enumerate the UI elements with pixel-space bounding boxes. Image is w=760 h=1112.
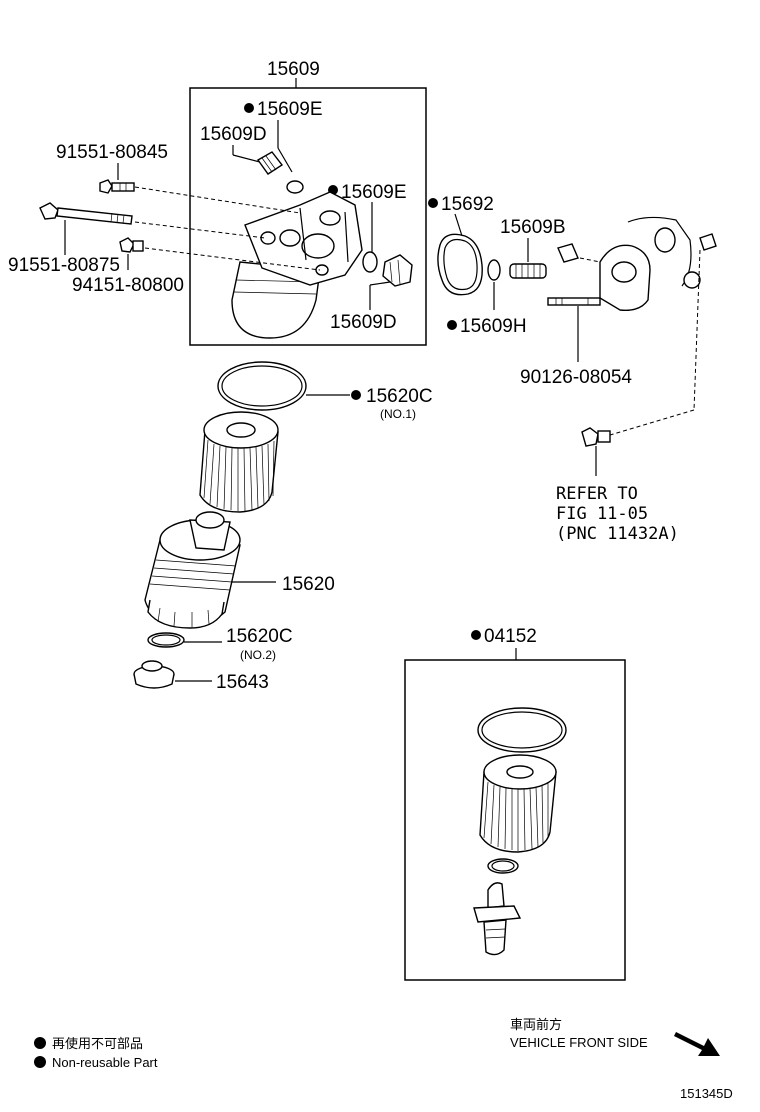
plug-15609d-top[interactable]	[256, 151, 284, 175]
label-15609e-top[interactable]: 15609E	[257, 99, 323, 120]
assembly-box-15609	[189, 87, 427, 346]
figure-id: 151345D	[680, 1086, 733, 1101]
label-15643[interactable]: 15643	[216, 672, 269, 693]
o-ring-kit[interactable]	[477, 707, 567, 753]
drain-plug-15643[interactable]	[133, 660, 175, 689]
oil-filter-bracket[interactable]	[231, 191, 363, 339]
legend-jp: 再使用不可部品	[52, 1036, 143, 1051]
direction-en: VEHICLE FRONT SIDE	[510, 1035, 648, 1050]
o-ring-15609e-top[interactable]	[286, 180, 304, 194]
o-ring-15609h[interactable]	[487, 259, 501, 281]
non-reusable-dot-icon	[428, 198, 438, 208]
label-15609[interactable]: 15609	[267, 59, 320, 80]
refer-line-1: REFER TO	[556, 484, 638, 504]
label-15609d-top[interactable]: 15609D	[200, 124, 267, 145]
label-91551-80875[interactable]: 91551-80875	[8, 255, 120, 276]
label-90126-08054[interactable]: 90126-08054	[520, 367, 632, 388]
refer-line-2: FIG 11-05	[556, 504, 648, 524]
refer-line-3: (PNC 11432A)	[556, 524, 679, 544]
kit-box-04152	[404, 659, 626, 981]
stud-90126-08054[interactable]	[547, 297, 601, 306]
label-94151-80800[interactable]: 94151-80800	[72, 275, 184, 296]
label-15620[interactable]: 15620	[282, 574, 335, 595]
legend-en: Non-reusable Part	[52, 1055, 158, 1070]
front-arrow-icon	[674, 1032, 720, 1056]
filter-element-upper[interactable]	[199, 411, 279, 513]
direction-jp: 車両前方	[510, 1017, 562, 1032]
label-15620c-no1-sub: (NO.1)	[380, 407, 416, 421]
bolt-91551-80845[interactable]	[99, 179, 135, 194]
non-reusable-dot-icon	[34, 1037, 46, 1049]
filter-element-kit[interactable]	[479, 754, 557, 853]
label-91551-80845[interactable]: 91551-80845	[56, 142, 168, 163]
bolt-91551-80875[interactable]	[39, 202, 133, 225]
label-15609h[interactable]: 15609H	[460, 316, 527, 337]
drain-nipple-kit[interactable]	[473, 882, 522, 956]
non-reusable-dot-icon	[244, 103, 254, 113]
label-15609e-mid[interactable]: 15609E	[341, 182, 407, 203]
stud-94151-80800[interactable]	[119, 237, 144, 253]
o-ring-15609e-mid[interactable]	[362, 251, 378, 273]
o-ring-15620c-no1[interactable]	[217, 361, 307, 411]
oil-filter-cap-15620[interactable]	[144, 511, 241, 629]
union-15609b[interactable]	[509, 263, 547, 279]
non-reusable-dot-icon	[471, 630, 481, 640]
non-reusable-dot-icon	[447, 320, 457, 330]
label-15620c-no2[interactable]: 15620C	[226, 626, 293, 647]
non-reusable-dot-icon	[351, 390, 361, 400]
label-15692[interactable]: 15692	[441, 194, 494, 215]
label-15620c-no1[interactable]: 15620C	[366, 386, 433, 407]
label-15620c-no2-sub: (NO.2)	[240, 648, 276, 662]
gasket-15692[interactable]	[437, 233, 483, 296]
bolt-refer-11432a[interactable]	[581, 427, 611, 447]
label-04152[interactable]: 04152	[484, 626, 537, 647]
plug-15609d-bottom[interactable]	[382, 254, 413, 287]
label-15609d-bottom[interactable]: 15609D	[330, 312, 397, 333]
label-15609b[interactable]: 15609B	[500, 217, 566, 238]
non-reusable-dot-icon	[34, 1056, 46, 1068]
engine-mount-flange	[557, 216, 717, 311]
